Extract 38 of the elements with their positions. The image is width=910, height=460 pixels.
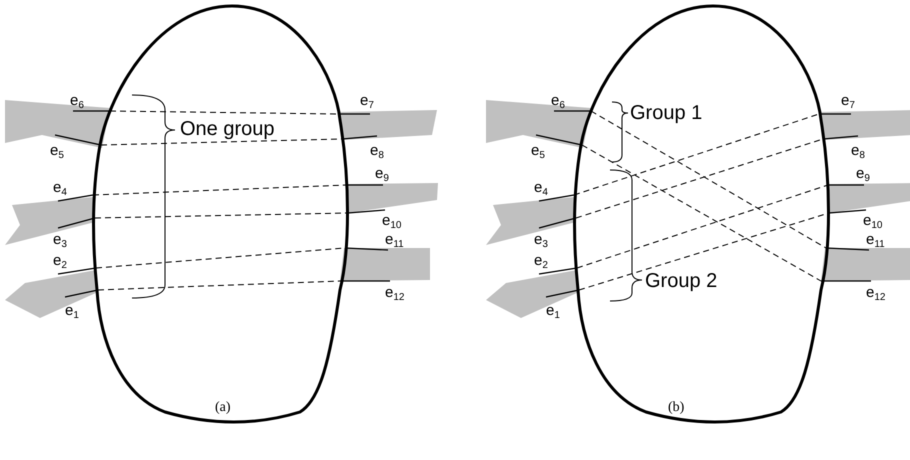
edge-label: e$_{11}$ xyxy=(345,232,413,250)
dashed-line xyxy=(110,110,338,114)
edge-label: e$_{2}$ xyxy=(53,253,96,274)
dashed-line xyxy=(98,280,340,290)
edge-label: e$_{3}$ xyxy=(53,218,95,248)
edge-label: e$_{4}$ xyxy=(534,180,574,201)
edge-label: e$_{12}$ xyxy=(821,281,894,301)
edge-label: e$_{7}$ xyxy=(338,93,388,114)
figure-caption: (a) xyxy=(215,400,231,416)
edge-label: e$_{11}$ xyxy=(826,232,894,250)
edge-label: e$_{2}$ xyxy=(534,253,577,274)
edge-label: e$_{5}$ xyxy=(531,135,582,159)
figure-caption: (b) xyxy=(668,400,684,416)
edge-label: e$_{7}$ xyxy=(819,93,869,114)
edge-label: e$_{8}$ xyxy=(342,136,398,159)
edge-label: e$_{1}$ xyxy=(546,290,579,319)
edge-label: e$_{12}$ xyxy=(340,281,413,301)
dashed-line xyxy=(590,110,826,248)
dashed-line xyxy=(574,114,820,196)
edge-label: e$_{6}$ xyxy=(551,93,591,111)
dashed-line xyxy=(92,184,348,196)
group-label: One group xyxy=(180,118,275,140)
edge-label: e$_{1}$ xyxy=(65,290,98,319)
edge-label: e$_{5}$ xyxy=(50,135,101,159)
edge-label: e$_{9}$ xyxy=(828,166,884,185)
edge-label: e$_{3}$ xyxy=(534,218,576,248)
edge-label: e$_{8}$ xyxy=(823,136,879,159)
edge-label: e$_{9}$ xyxy=(347,166,403,185)
edge-label: e$_{4}$ xyxy=(53,180,93,201)
edge-label: e$_{10}$ xyxy=(829,210,891,229)
dashed-line xyxy=(100,138,342,146)
dashed-line xyxy=(94,212,348,218)
dashed-line xyxy=(582,144,822,282)
edge-label: e$_{6}$ xyxy=(70,93,110,111)
edge-label: e$_{10}$ xyxy=(348,210,410,229)
group-label: Group 1 xyxy=(630,102,702,124)
dashed-line xyxy=(576,184,828,268)
group-label: Group 2 xyxy=(645,270,718,292)
